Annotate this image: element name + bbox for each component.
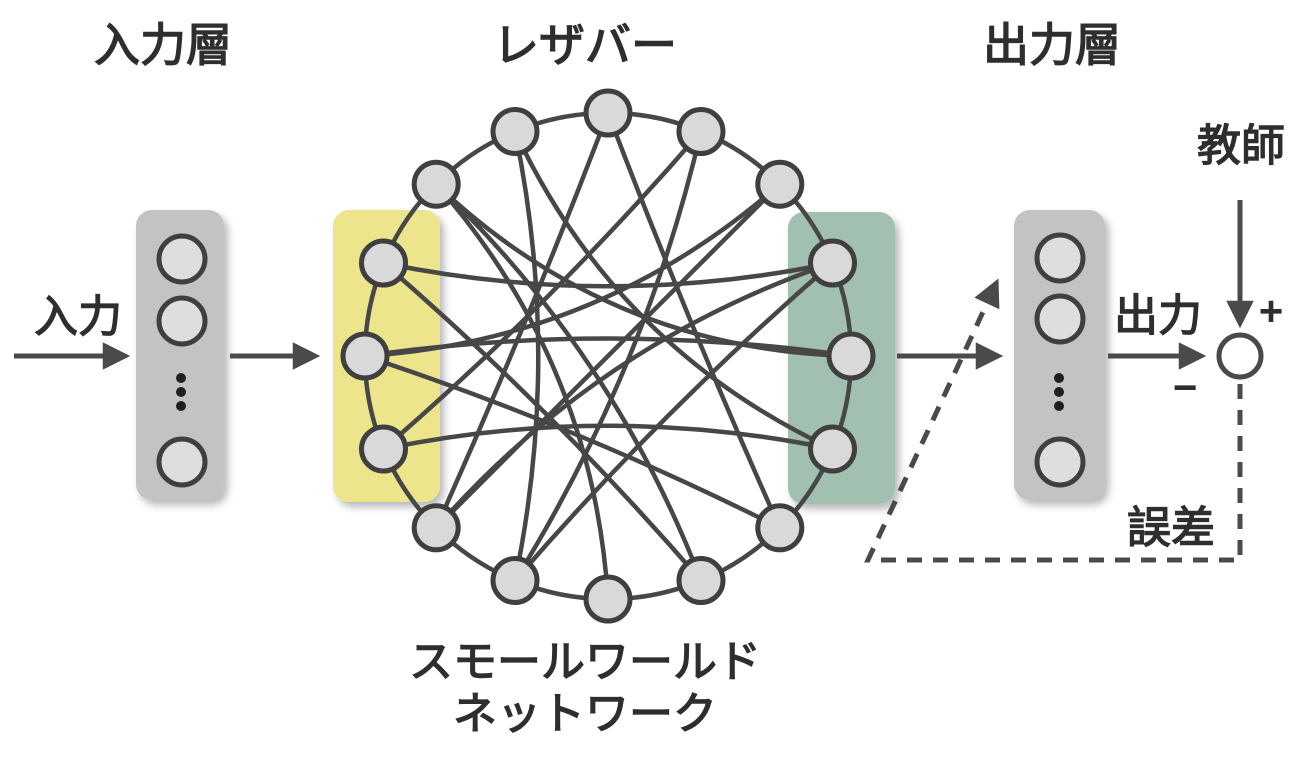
reservoir-node: [411, 159, 461, 209]
reservoir-chord-edge: [433, 181, 704, 583]
reservoir-node: [583, 574, 633, 624]
teacher-label: 教師: [1197, 122, 1285, 171]
reservoir-node: [676, 107, 726, 156]
output-layer: [1014, 210, 1105, 500]
reservoir-node: [583, 88, 633, 138]
comparator-circle: [1216, 332, 1264, 380]
reservoir-node: [340, 331, 390, 381]
ellipsis-dot: [1054, 387, 1064, 397]
smallworld-label-line1: スモールワールド: [409, 638, 761, 687]
reservoir-node: [808, 424, 857, 474]
ellipsis-dot: [176, 387, 186, 397]
reservoir-chord-edge: [433, 181, 611, 602]
plus-sign: +: [1259, 288, 1284, 335]
reservoir-chord-edge: [512, 129, 541, 583]
input-layer-title: 入力層: [94, 19, 232, 71]
output-layer-title: 出力層: [983, 19, 1121, 71]
output-layer-box: [1014, 210, 1105, 500]
reservoir-chord-edge: [512, 260, 835, 583]
output-label: 出力: [1114, 292, 1202, 341]
reservoir-network: [340, 88, 876, 624]
reservoir-node: [755, 503, 805, 553]
reservoir-chord-edge: [381, 260, 835, 289]
smallworld-label-line2: ネットワーク: [453, 690, 717, 739]
minus-sign: −: [1173, 364, 1198, 411]
input-layer-box: [136, 210, 224, 500]
input-layer-node: [156, 436, 208, 488]
reservoir-node: [808, 238, 857, 288]
output-layer-node: [1034, 232, 1086, 284]
reservoir-node: [359, 238, 408, 288]
reservoir-node: [411, 503, 461, 553]
reservoir-chord-edge: [362, 336, 854, 359]
reservoir-node: [359, 424, 408, 474]
output-layer-node: [1034, 293, 1086, 345]
input-layer-node: [156, 295, 208, 347]
reservoir-chord-edge: [433, 260, 835, 531]
reservoir-node: [826, 331, 876, 381]
output-layer-node: [1034, 436, 1086, 488]
error-label: 誤差: [1127, 504, 1215, 553]
reservoir-node: [490, 107, 540, 156]
reservoir-chord-edge: [381, 129, 704, 452]
ellipsis-dot: [176, 401, 186, 411]
reservoir-node: [755, 159, 805, 209]
ellipsis-dot: [1054, 401, 1064, 411]
reservoir-chord-edge: [362, 353, 783, 531]
ellipsis-dot: [176, 373, 186, 383]
error-feedback-dashed-arrow: [864, 278, 1243, 563]
input-label: 入力: [34, 293, 122, 342]
reservoir-chord-edge: [433, 181, 854, 359]
input-layer: [136, 210, 224, 500]
input-layer-node: [156, 233, 208, 285]
reservoir-node: [676, 556, 726, 605]
reservoir-chord-edge: [381, 423, 835, 452]
reservoir-chord-edge: [605, 110, 783, 531]
ellipsis-dot: [1054, 373, 1064, 383]
reservoir-chord-edge: [381, 260, 704, 583]
reservoir-title: レザバー: [493, 19, 677, 71]
reservoir-node: [490, 556, 540, 605]
